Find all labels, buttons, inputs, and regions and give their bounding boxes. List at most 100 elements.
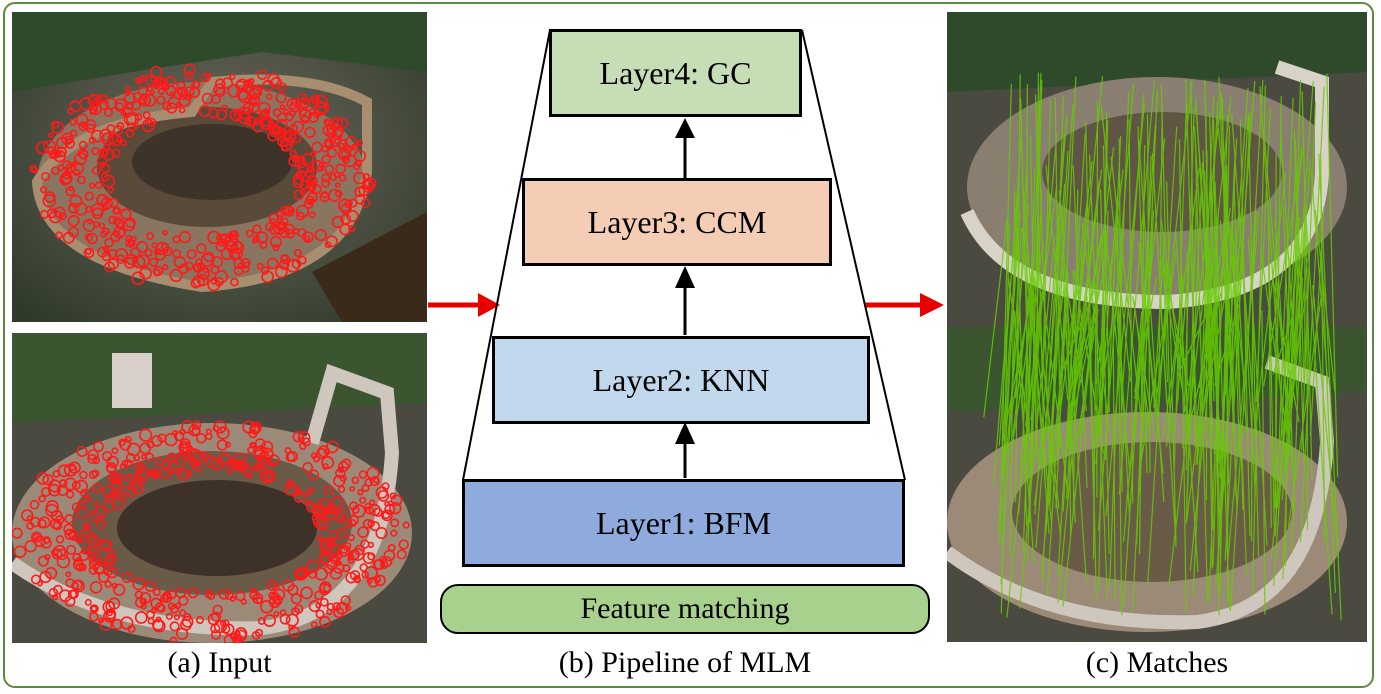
keypoint-marker bbox=[90, 605, 98, 612]
match-line bbox=[1213, 119, 1220, 616]
keypoint-marker bbox=[24, 540, 37, 553]
keypoint-marker bbox=[184, 261, 194, 271]
keypoint-marker bbox=[90, 129, 104, 143]
keypoint-marker bbox=[347, 533, 355, 542]
keypoint-marker bbox=[43, 140, 57, 153]
keypoint-marker bbox=[175, 452, 188, 466]
match-line bbox=[1326, 73, 1339, 478]
match-line bbox=[1218, 76, 1235, 430]
keypoint-marker bbox=[55, 151, 62, 158]
keypoint-marker bbox=[246, 116, 257, 127]
keypoint-marker bbox=[338, 198, 352, 213]
keypoint-marker bbox=[328, 529, 339, 540]
keypoint-marker bbox=[351, 476, 360, 485]
keypoint-marker bbox=[304, 126, 316, 138]
keypoint-marker bbox=[235, 459, 249, 473]
match-line bbox=[1139, 89, 1158, 492]
keypoint-marker bbox=[301, 97, 309, 106]
keypoint-marker bbox=[319, 538, 332, 551]
keypoint-marker bbox=[254, 628, 264, 637]
keypoint-marker bbox=[64, 528, 76, 541]
match-line bbox=[1185, 190, 1198, 524]
keypoint-marker bbox=[266, 257, 279, 270]
keypoint-marker bbox=[390, 518, 400, 528]
keypoint-marker bbox=[304, 235, 310, 242]
match-line bbox=[1034, 114, 1068, 515]
keypoint-marker bbox=[316, 534, 323, 541]
keypoint-marker bbox=[334, 551, 343, 561]
keypoint-marker bbox=[152, 468, 162, 478]
keypoint-marker bbox=[367, 541, 375, 549]
keypoint-marker bbox=[178, 106, 186, 114]
keypoint-marker bbox=[104, 580, 112, 588]
keypoint-marker bbox=[127, 624, 136, 634]
keypoint-marker bbox=[189, 457, 200, 468]
keypoint-marker bbox=[101, 485, 115, 499]
keypoint-marker bbox=[295, 204, 310, 218]
keypoint-marker bbox=[166, 102, 178, 114]
keypoint-marker bbox=[390, 494, 403, 506]
keypoint-marker bbox=[341, 458, 352, 469]
match-line bbox=[1002, 281, 1035, 441]
keypoint-marker bbox=[104, 261, 115, 273]
keypoint-marker bbox=[173, 431, 185, 442]
keypoint-marker bbox=[53, 150, 66, 163]
match-line bbox=[1272, 310, 1295, 375]
keypoint-marker bbox=[212, 604, 223, 616]
keypoint-marker bbox=[203, 251, 214, 263]
keypoint-marker bbox=[178, 609, 187, 617]
keypoint-marker bbox=[224, 233, 239, 248]
keypoint-marker bbox=[339, 223, 352, 236]
keypoint-marker bbox=[59, 174, 71, 186]
up-arrow-icon bbox=[675, 266, 695, 335]
keypoint-marker bbox=[130, 478, 142, 490]
keypoint-marker bbox=[305, 179, 317, 191]
keypoint-marker bbox=[139, 266, 152, 280]
match-line bbox=[1192, 101, 1219, 597]
keypoint-marker bbox=[79, 97, 93, 111]
keypoint-marker bbox=[305, 195, 315, 206]
keypoint-marker bbox=[293, 228, 300, 235]
keypoint-marker bbox=[77, 175, 86, 185]
keypoint-marker bbox=[125, 473, 136, 484]
match-line bbox=[1147, 126, 1178, 585]
keypoint-marker bbox=[255, 231, 269, 244]
match-line bbox=[1092, 291, 1097, 560]
keypoint-marker bbox=[68, 202, 79, 214]
match-line bbox=[1163, 167, 1200, 436]
keypoint-marker bbox=[125, 111, 140, 126]
keypoint-marker bbox=[50, 166, 60, 175]
keypoint-marker bbox=[252, 462, 262, 472]
keypoint-marker bbox=[110, 231, 122, 243]
keypoint-marker bbox=[274, 265, 288, 279]
keypoint-marker bbox=[206, 591, 216, 601]
match-line bbox=[1035, 183, 1066, 549]
keypoint-marker bbox=[284, 205, 294, 215]
keypoint-marker bbox=[42, 194, 56, 208]
keypoint-marker bbox=[210, 457, 224, 471]
keypoint-marker bbox=[42, 474, 54, 486]
keypoint-marker bbox=[70, 535, 77, 541]
keypoint-marker bbox=[47, 483, 61, 497]
keypoint-marker bbox=[364, 177, 377, 190]
keypoint-marker bbox=[319, 554, 330, 565]
keypoint-marker bbox=[249, 441, 256, 448]
keypoint-marker bbox=[272, 594, 283, 606]
keypoint-marker bbox=[289, 149, 297, 158]
keypoint-marker bbox=[319, 616, 331, 628]
keypoint-marker bbox=[289, 123, 298, 133]
keypoint-marker bbox=[229, 595, 236, 602]
keypoint-marker bbox=[104, 237, 114, 248]
keypoint-marker bbox=[121, 572, 133, 584]
match-line bbox=[1168, 255, 1209, 586]
match-line bbox=[1029, 135, 1037, 458]
keypoint-marker bbox=[61, 173, 73, 185]
match-line bbox=[1301, 91, 1313, 480]
keypoint-marker bbox=[195, 433, 207, 444]
match-line bbox=[1104, 136, 1122, 461]
match-line bbox=[1102, 145, 1110, 413]
keypoint-marker bbox=[290, 98, 299, 107]
keypoint-marker bbox=[134, 462, 144, 472]
keypoint-marker bbox=[346, 209, 359, 223]
keypoint-marker bbox=[229, 73, 236, 80]
